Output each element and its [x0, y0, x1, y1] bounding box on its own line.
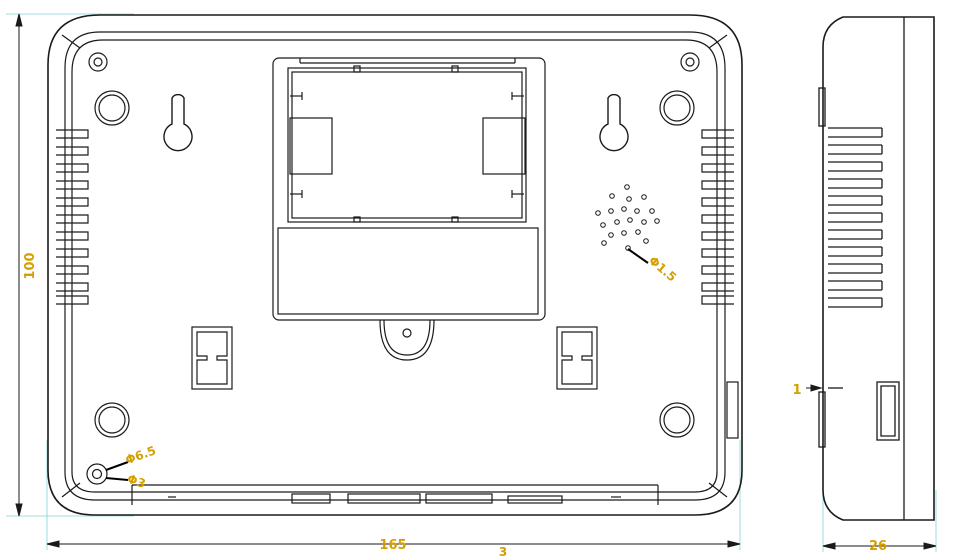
side-clip: [876, 381, 900, 441]
dim-depth-label: 26: [869, 539, 887, 554]
extension-lines: [6, 13, 937, 552]
mounting-clips: [191, 326, 598, 390]
side-outline: [822, 16, 935, 521]
dimension-labels: 100 165 3 26 1 Φ1.5 Φ6.5 Φ3: [23, 252, 887, 558]
keyhole-left: [163, 93, 193, 152]
side-view: [818, 16, 935, 521]
dim-height-label: 100: [23, 252, 38, 279]
battery-compartment: [272, 57, 546, 361]
dim-speaker-hole-label: Φ1.5: [646, 253, 679, 284]
rear-view: [47, 14, 743, 516]
rubber-feet: [94, 90, 695, 438]
dim-width-label: 165: [379, 538, 406, 553]
corner-screw-holes: [86, 52, 700, 485]
rear-outer-outline: [47, 14, 743, 516]
keyhole-right: [599, 93, 629, 152]
dim-mount-hole-inner-label: Φ3: [125, 471, 147, 491]
dim-wall-label: 1: [792, 383, 801, 398]
speaker-holes: [595, 184, 660, 251]
compartment-tab: [379, 319, 435, 361]
left-vents: [56, 129, 89, 305]
dim-mount-hole-outer-label: Φ6.5: [123, 443, 157, 467]
bottom-slots: [168, 493, 621, 504]
rear-inner-outline-2: [71, 39, 718, 493]
side-vents: [828, 127, 883, 308]
dim-stray-mark: 3: [499, 545, 507, 558]
right-vents: [701, 129, 734, 305]
side-port: [726, 381, 739, 439]
rear-inner-outline: [64, 31, 726, 501]
dimension-lines: [15, 13, 937, 550]
leader-lines: [105, 248, 649, 481]
